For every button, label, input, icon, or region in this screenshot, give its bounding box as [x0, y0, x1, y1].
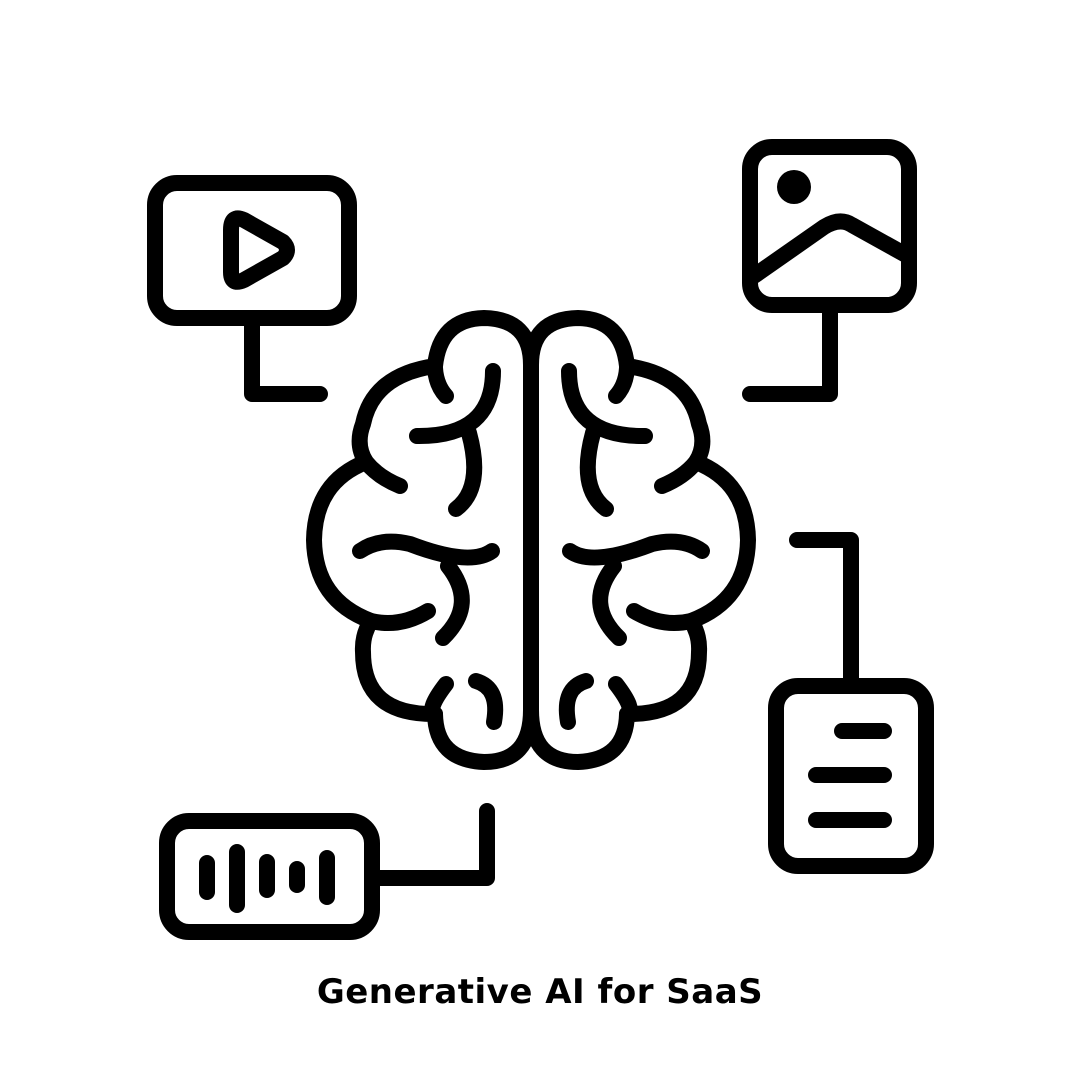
brain-icon [306, 310, 756, 770]
caption-title: Generative AI for SaaS [316, 972, 764, 1012]
document-icon [768, 532, 934, 874]
image-icon [742, 139, 917, 402]
audio-waveform-icon [159, 803, 495, 940]
video-play-icon [147, 175, 357, 402]
